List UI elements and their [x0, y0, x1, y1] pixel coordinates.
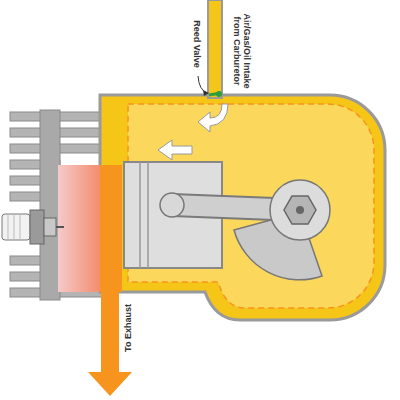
cooling-fins — [10, 110, 102, 300]
crankcase — [100, 95, 385, 320]
reed-valve-dot — [216, 91, 222, 97]
flow-arrow-curved — [198, 104, 228, 132]
leader-line — [198, 76, 207, 93]
intake-pipe — [208, 0, 222, 98]
flow-arrow — [158, 140, 192, 160]
spark-plug — [2, 210, 64, 244]
exhaust-shaft — [101, 290, 119, 374]
exhaust-arrowhead — [88, 372, 132, 396]
exhaust-label: To Exhaust — [123, 304, 133, 352]
crank-web — [270, 180, 330, 240]
leader-arrowhead — [203, 90, 209, 96]
crankcase-inner — [128, 104, 374, 308]
combustion-chamber — [58, 165, 102, 292]
part-label: Reed Valve — [192, 20, 202, 68]
wrist-pin — [160, 193, 184, 217]
exhaust-port — [100, 165, 122, 292]
crank-center — [296, 206, 304, 214]
intake-label: Air/Gas/Oil Intake from Carburetor — [232, 4, 253, 98]
crank-nut — [284, 196, 316, 224]
